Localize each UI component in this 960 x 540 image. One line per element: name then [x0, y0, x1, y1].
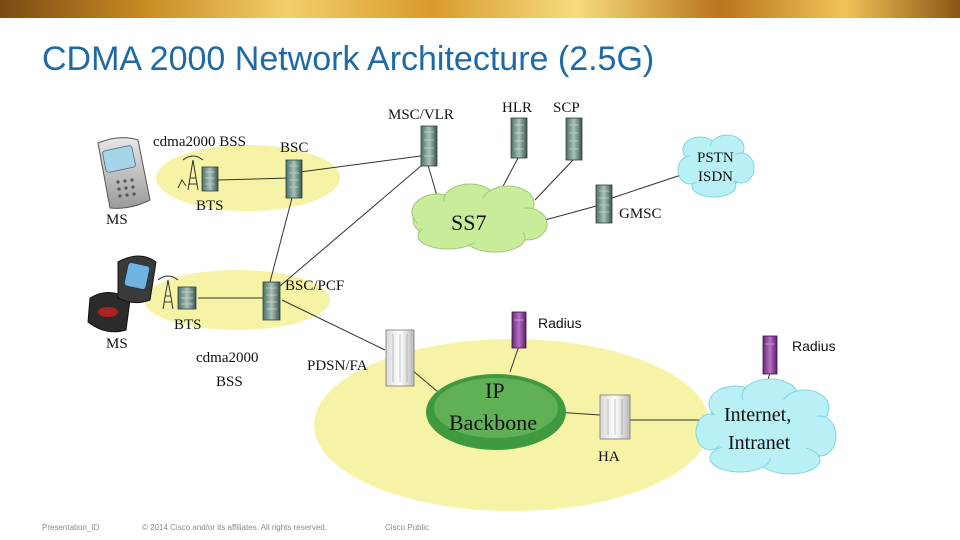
radius-server-1	[511, 311, 527, 349]
gmsc-rack	[595, 184, 613, 224]
ha-label: HA	[598, 449, 620, 465]
isdn-label: ISDN	[698, 169, 733, 185]
intranet-label: Intranet	[728, 432, 791, 454]
bts-label-top: BTS	[196, 198, 224, 214]
footer-classification: Cisco Public	[385, 523, 430, 532]
pstn-label: PSTN	[697, 150, 734, 166]
msc-vlr-rack	[420, 125, 438, 167]
radius-server-2	[762, 335, 778, 375]
radius-label-2: Radius	[792, 338, 836, 354]
footer-copyright: © 2014 Cisco and/or its affiliates. All …	[142, 523, 327, 532]
upper-bss-label: cdma2000 BSS	[153, 134, 246, 150]
hlr-label: HLR	[502, 100, 532, 116]
lower-bss-label-line2: BSS	[216, 374, 243, 390]
pdsn-fa-label: PDSN/FA	[307, 358, 368, 374]
bsc-label: BSC	[280, 140, 308, 156]
connection-lines	[198, 154, 771, 421]
lower-bss-label-line1: cdma2000	[196, 350, 258, 366]
backbone-label: Backbone	[449, 410, 537, 435]
ss7-cloud	[411, 183, 548, 253]
pstn-isdn-cloud	[677, 134, 755, 198]
internet-label: Internet,	[724, 404, 791, 426]
ss7-label: SS7	[451, 210, 486, 235]
scp-rack	[565, 117, 583, 161]
hlr-rack	[510, 117, 528, 159]
upper-bss-ellipse	[156, 145, 340, 211]
scp-label: SCP	[553, 100, 580, 116]
bts-label-bottom: BTS	[174, 317, 202, 333]
bsc-pcf-rack	[262, 281, 281, 321]
top-decorative-banner	[0, 0, 960, 18]
ha-server	[599, 394, 631, 440]
antenna-tower-bottom-icon	[157, 275, 179, 310]
bts-rack-top	[201, 166, 219, 192]
ip-backbone-highlight	[434, 378, 558, 438]
mobile-phone-top-icon	[97, 137, 151, 209]
lower-bss-ellipse	[144, 270, 330, 330]
radius-label-1: Radius	[538, 315, 582, 331]
mobile-phone-bottom-icon	[87, 255, 157, 333]
pdsn-server	[385, 329, 415, 387]
bts-rack-bottom	[177, 286, 197, 310]
msc-vlr-label: MSC/VLR	[388, 107, 454, 123]
footer-presentation-id: Presentation_ID	[42, 523, 100, 532]
bsc-pcf-label: BSC/PCF	[285, 278, 344, 294]
bsc-rack	[285, 159, 303, 199]
gmsc-label: GMSC	[619, 206, 662, 222]
internet-intranet-cloud	[695, 378, 837, 475]
antenna-tower-top-icon	[177, 155, 204, 191]
slide-title: CDMA 2000 Network Architecture (2.5G)	[42, 40, 655, 78]
ip-label: IP	[485, 378, 505, 403]
ms-label-bottom: MS	[106, 336, 128, 352]
ms-label-top: MS	[106, 212, 128, 228]
